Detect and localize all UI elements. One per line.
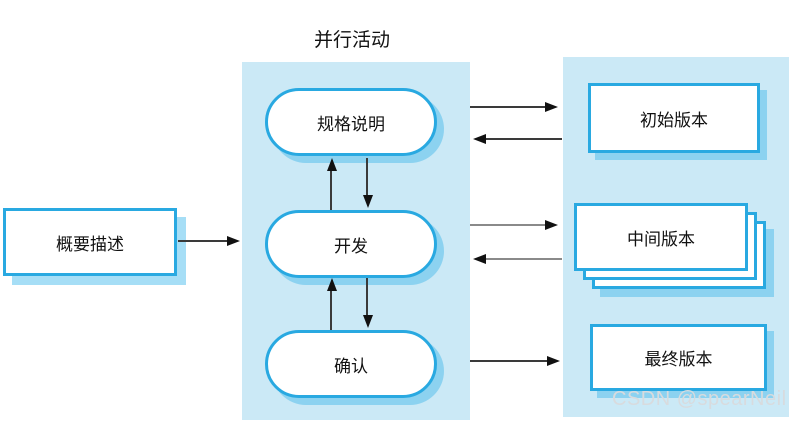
node-validation: 确认 (265, 330, 437, 398)
diagram-title: 并行活动 (313, 30, 391, 51)
arrow-intermediate-version-to-development (473, 254, 562, 264)
arrow-development-to-intermediate-version (470, 220, 558, 230)
node-label: 概要描述 (56, 234, 124, 254)
arrow-development-to-validation (363, 278, 373, 328)
arrow-validation-to-final-version (470, 356, 560, 366)
arrow-overview-to-development (178, 236, 240, 246)
node-label: 确认 (334, 356, 368, 376)
arrow-validation-to-development (327, 278, 337, 330)
node-specification: 规格说明 (265, 88, 437, 156)
arrow-specification-to-initial-version (470, 102, 558, 112)
node-label: 规格说明 (317, 114, 385, 134)
node-development: 开发 (265, 210, 437, 278)
node-final-version: 最终版本 (590, 324, 767, 391)
node-label: 开发 (334, 236, 368, 256)
node-label: 最终版本 (644, 350, 713, 369)
arrow-initial-version-to-specification (473, 134, 562, 144)
node-overview-description: 概要描述 (3, 208, 177, 276)
csdn-watermark: CSDN @spearNeil (612, 388, 787, 410)
arrow-development-to-specification (327, 158, 337, 210)
node-initial-version: 初始版本 (588, 83, 760, 153)
node-label: 初始版本 (640, 110, 708, 130)
arrow-specification-to-development (363, 158, 373, 208)
node-intermediate-version: 中间版本 (574, 203, 748, 271)
node-label: 中间版本 (627, 229, 695, 249)
node-intermediate-versions-stack: 中间版本 (574, 203, 766, 289)
